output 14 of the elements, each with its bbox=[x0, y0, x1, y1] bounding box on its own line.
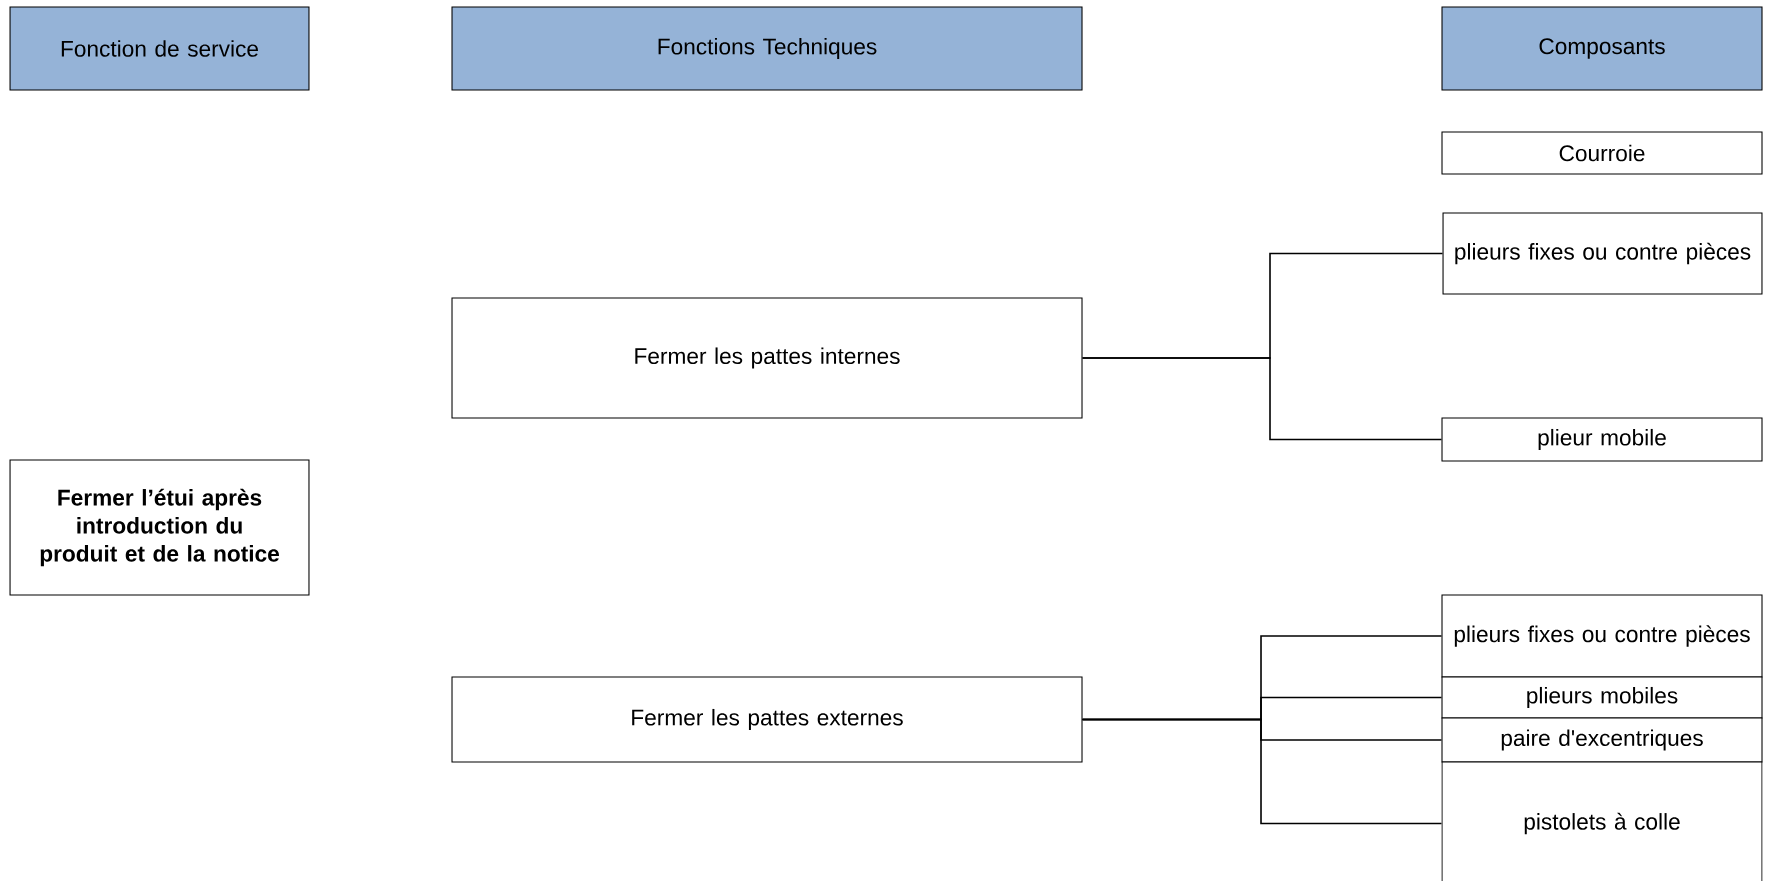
header-box: Fonction de service bbox=[9, 6, 310, 91]
component-box: plieurs fixes ou contre pièces bbox=[1442, 212, 1763, 295]
connector-line bbox=[1081, 718, 1443, 825]
connector-line bbox=[1081, 357, 1443, 441]
component-box: Courroie bbox=[1441, 131, 1763, 175]
function-box: Fermer les pattes internes bbox=[451, 297, 1083, 419]
component-box: paire d'excentriques bbox=[1441, 717, 1763, 763]
component-box: plieur mobile bbox=[1441, 417, 1763, 462]
component-box: plieurs mobiles bbox=[1441, 676, 1763, 719]
header-box: Fonctions Techniques bbox=[451, 6, 1083, 91]
service-function-box: Fermer l’étui après introduction du produit et de la notice bbox=[9, 459, 310, 596]
function-box: Fermer les pattes externes bbox=[451, 676, 1083, 763]
component-box: plieurs fixes ou contre pièces bbox=[1441, 594, 1763, 678]
header-box: Composants bbox=[1441, 6, 1763, 91]
